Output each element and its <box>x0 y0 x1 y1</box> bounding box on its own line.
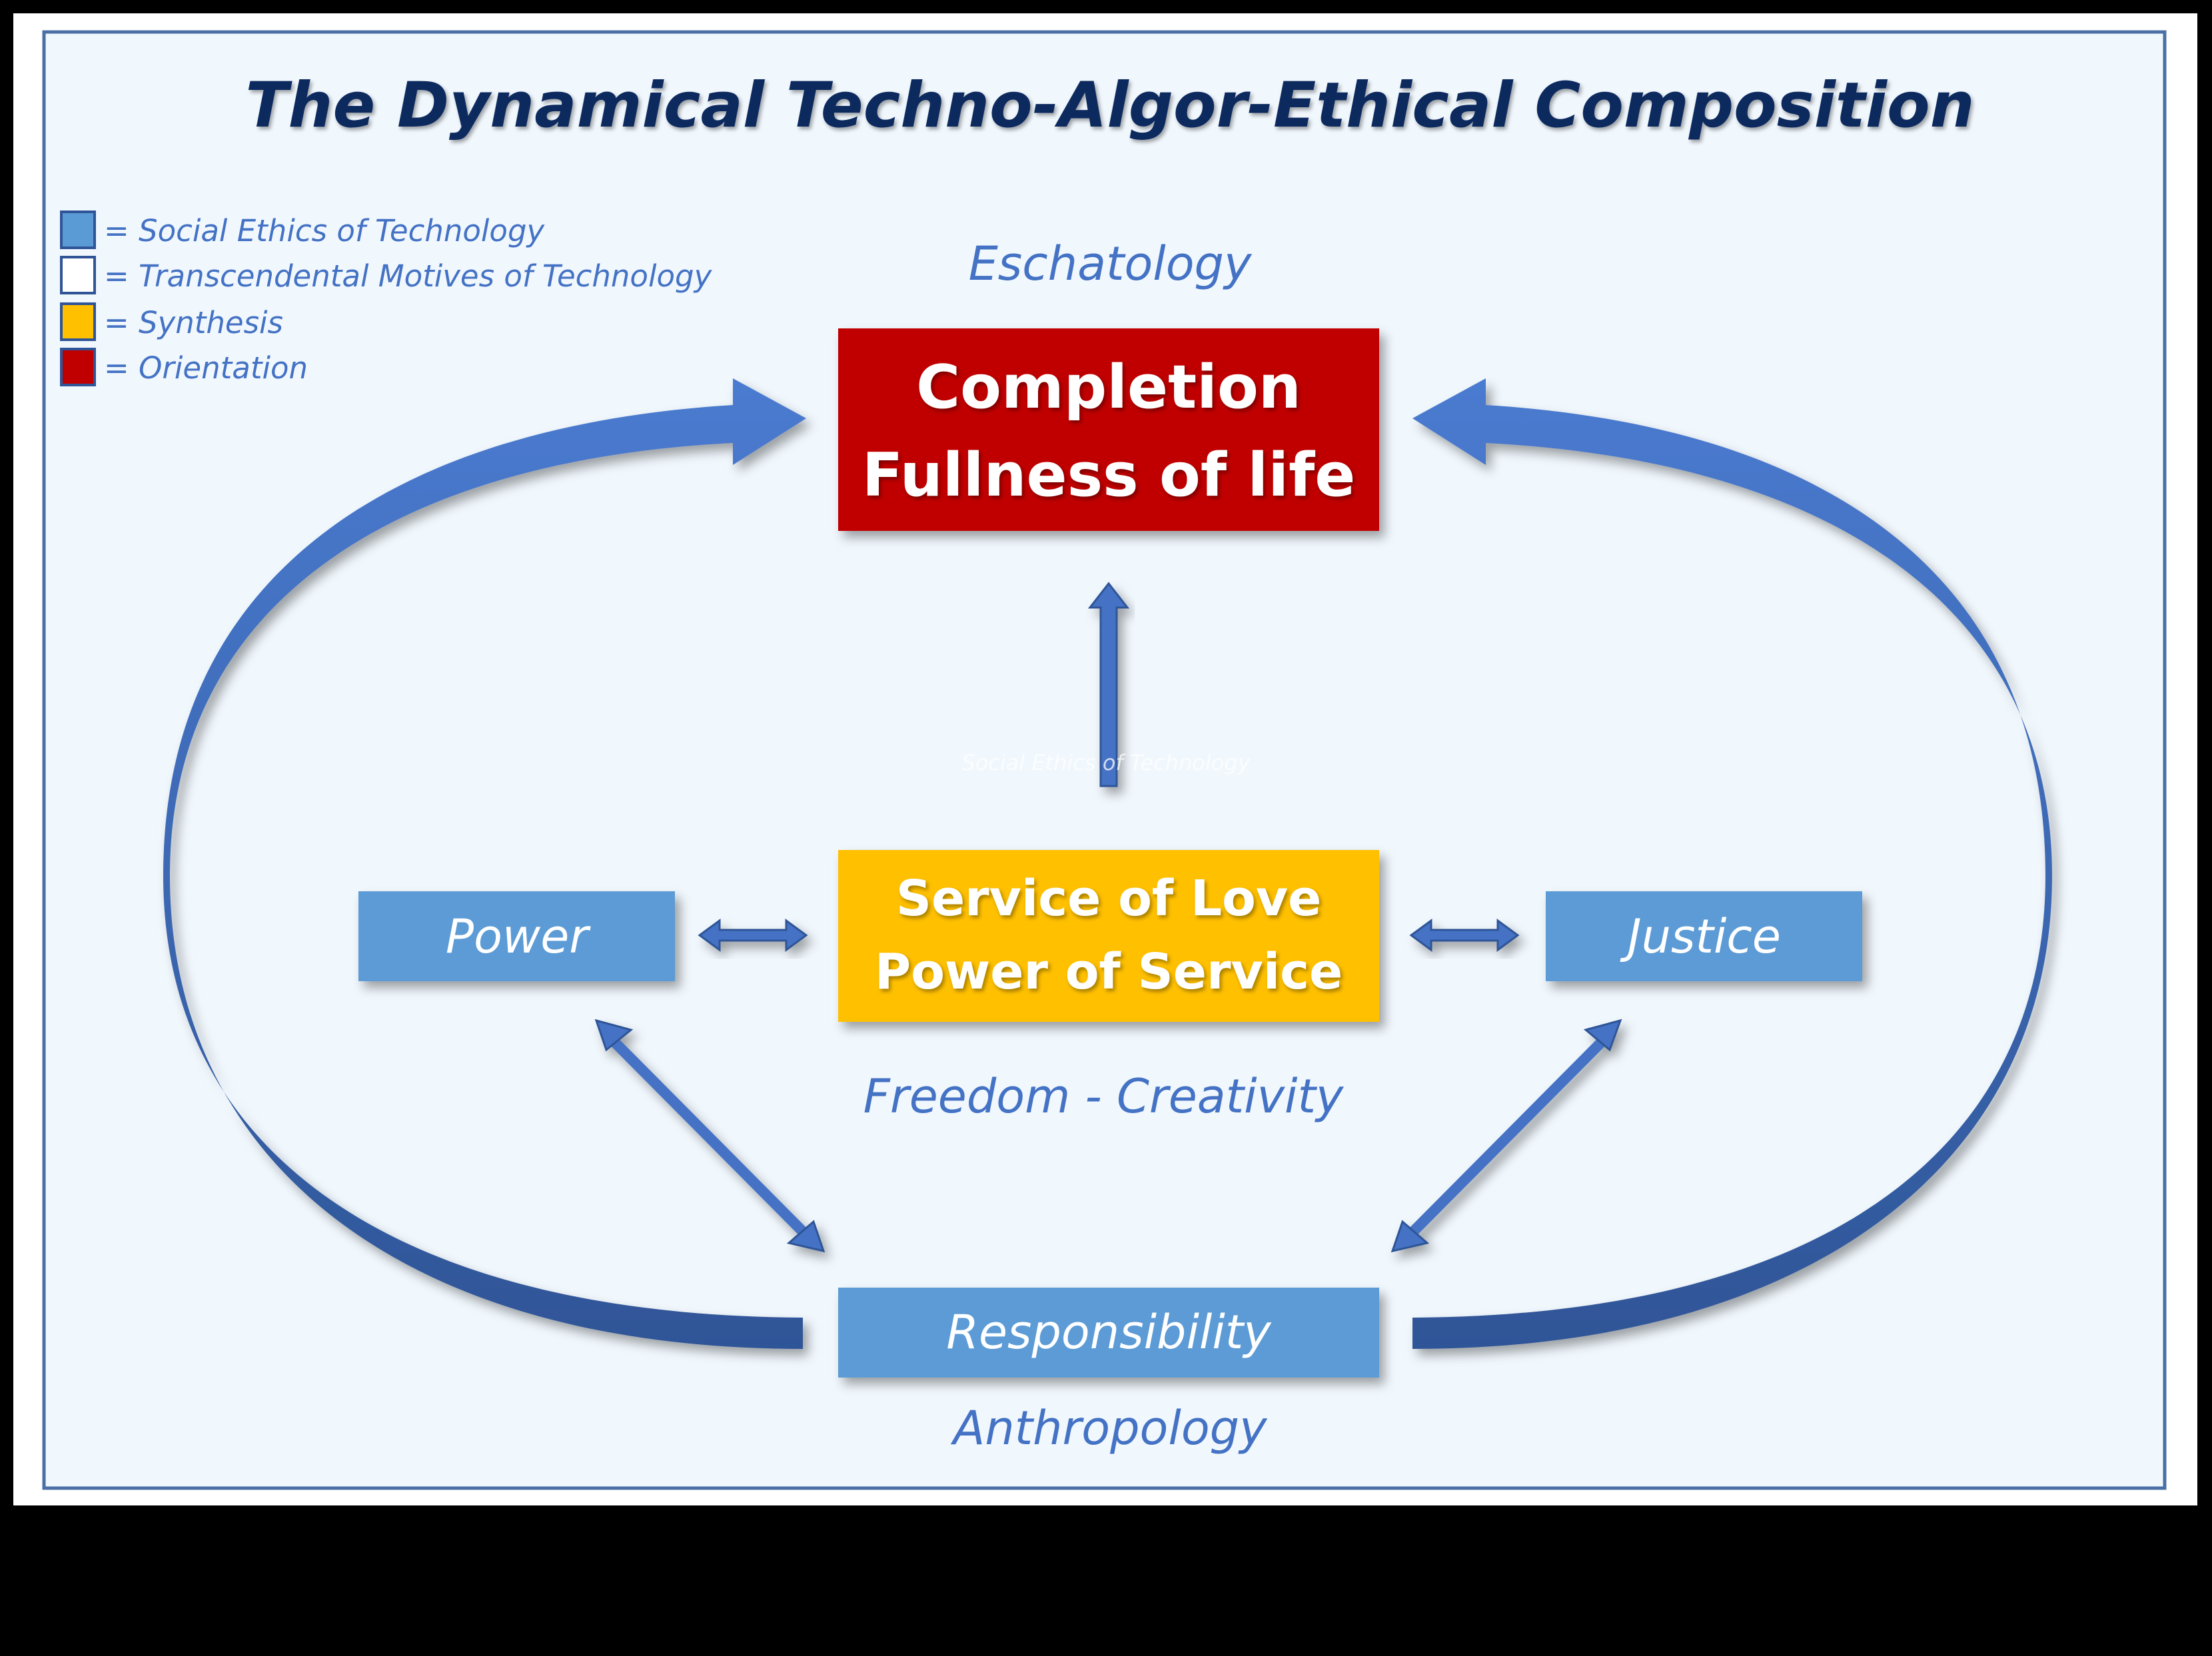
legend-item-transcendental-motives: = Transcendental Motives of Technology <box>60 256 713 294</box>
service-line1: Service of Love <box>896 870 1322 927</box>
service-justice-double-arrow <box>1409 919 1520 952</box>
completion-line2: Fullness of life <box>862 440 1356 510</box>
legend: = Social Ethics of Technology = Transcen… <box>60 210 713 386</box>
power-box: Power <box>358 891 675 981</box>
legend-item-orientation: = Orientation <box>60 348 308 386</box>
completion-line1: Completion <box>916 352 1301 422</box>
faint-center-label: Social Ethics of Technology <box>961 750 1251 775</box>
legend-swatch-synthesis <box>60 302 96 341</box>
justice-responsibility-arrow <box>1390 1019 1622 1253</box>
legend-item-social-ethics: = Social Ethics of Technology <box>60 210 546 249</box>
anthropology-label: Anthropology <box>950 1401 1268 1455</box>
power-label: Power <box>446 909 591 964</box>
legend-label-social-ethics: = Social Ethics of Technology <box>104 213 546 248</box>
completion-box: Completion Fullness of life <box>838 328 1379 531</box>
power-responsibility-arrow <box>594 1019 826 1253</box>
power-service-double-arrow <box>698 919 808 952</box>
legend-swatch-social-ethics <box>60 210 96 249</box>
justice-box: Justice <box>1546 891 1862 981</box>
legend-label-transcendental-motives: = Transcendental Motives of Technology <box>104 258 713 294</box>
responsibility-label: Responsibility <box>946 1305 1272 1360</box>
legend-swatch-transcendental-motives <box>60 256 96 294</box>
justice-label: Justice <box>1620 909 1781 964</box>
legend-item-synthesis: = Synthesis <box>60 302 283 341</box>
eschatology-label: Eschatology <box>969 236 1253 291</box>
service-line2: Power of Service <box>875 943 1343 1001</box>
diagram-title: The Dynamical Techno-Algor-Ethical Compo… <box>245 69 1974 142</box>
freedom-creativity-label: Freedom - Creativity <box>863 1069 1345 1124</box>
legend-label-synthesis: = Synthesis <box>104 305 283 340</box>
legend-swatch-orientation <box>60 348 96 386</box>
legend-label-orientation: = Orientation <box>104 350 308 386</box>
responsibility-box: Responsibility <box>838 1288 1379 1378</box>
service-box: Service of Love Power of Service <box>838 850 1379 1022</box>
up-arrow <box>1087 582 1130 787</box>
